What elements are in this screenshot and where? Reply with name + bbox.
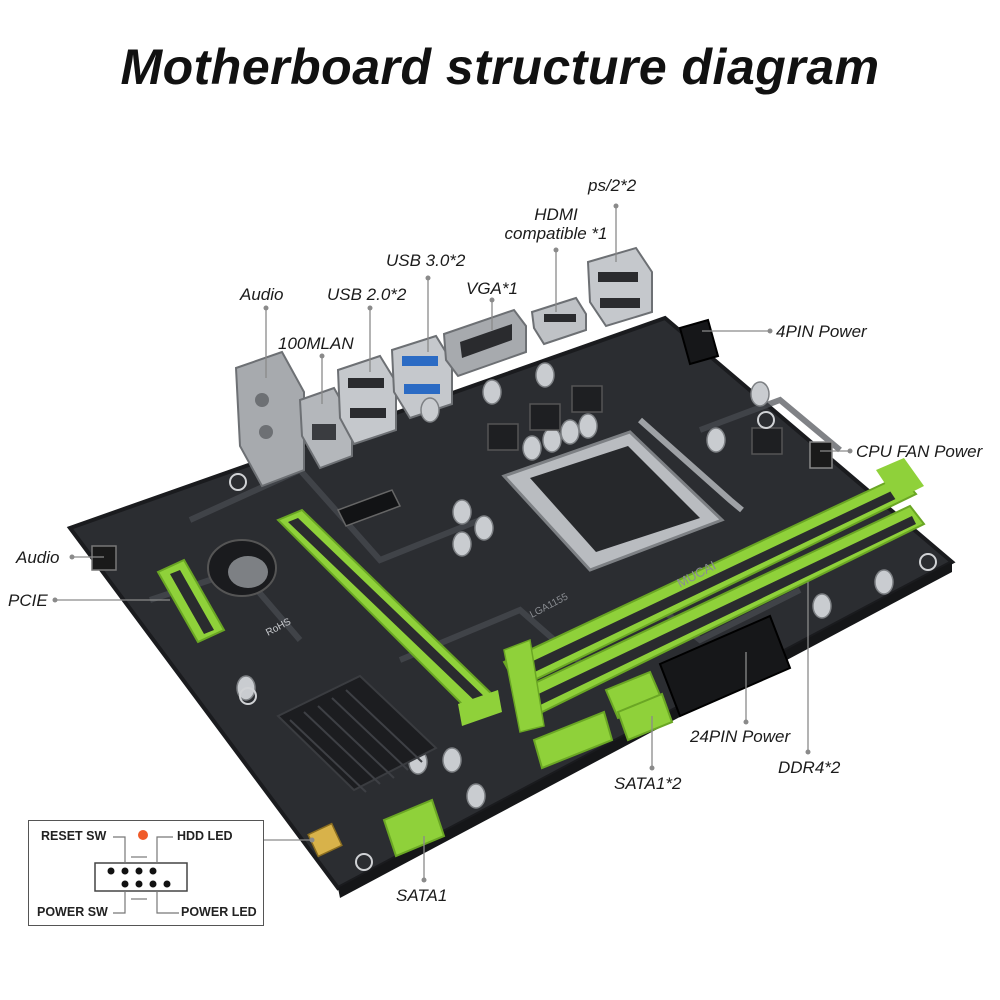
label-ps2: ps/2*2 bbox=[588, 176, 637, 195]
usb30-ports bbox=[390, 334, 453, 420]
leader-dots bbox=[52, 203, 853, 883]
ddr4-slots bbox=[502, 458, 926, 733]
pcie-x1-slot bbox=[156, 558, 226, 644]
hdmi-port bbox=[530, 296, 587, 346]
front-panel-pinout-drawing bbox=[94, 830, 188, 914]
label-usb30: USB 3.0*2 bbox=[386, 251, 466, 270]
vga-port bbox=[442, 308, 527, 378]
sata-dual-ports bbox=[604, 670, 674, 742]
label-ddr4: DDR4*2 bbox=[778, 758, 841, 777]
usb-header bbox=[532, 710, 614, 770]
label-usb20: USB 2.0*2 bbox=[327, 285, 407, 304]
ps2-ports bbox=[586, 246, 653, 328]
leader-lines bbox=[55, 206, 850, 880]
fp-label-power-led: POWER LED bbox=[181, 905, 257, 919]
pin-dots bbox=[107, 867, 171, 888]
label-sata-single: SATA1 bbox=[396, 886, 448, 905]
usb20-ports bbox=[336, 354, 397, 446]
sata-single-port bbox=[382, 798, 446, 858]
front-panel-pinout-legend: RESET SW HDD LED POWER SW POWER LED bbox=[28, 820, 264, 926]
hdd-led-indicator bbox=[138, 830, 148, 840]
chokes bbox=[487, 385, 783, 455]
front-audio-header bbox=[91, 545, 117, 571]
label-hdmi-line1: HDMI bbox=[534, 205, 578, 224]
rear-audio-jack bbox=[234, 350, 305, 488]
fp-label-power-sw: POWER SW bbox=[37, 905, 108, 919]
cmos-battery bbox=[207, 539, 277, 597]
label-lan: 100MLAN bbox=[278, 334, 354, 353]
page-title: Motherboard structure diagram bbox=[120, 39, 880, 95]
label-cpu-fan-power: CPU FAN Power bbox=[856, 442, 983, 461]
chipset-heatsink bbox=[276, 674, 438, 793]
pin-header-outline bbox=[94, 862, 188, 892]
front-panel-header bbox=[307, 822, 343, 858]
mounting-holes bbox=[229, 411, 937, 871]
24pin-power-connector bbox=[658, 614, 792, 718]
label-pcie: PCIE bbox=[8, 591, 48, 610]
label-4pin-power: 4PIN Power bbox=[776, 322, 867, 341]
pcie-x16-slot bbox=[276, 508, 502, 726]
pinout-connectors bbox=[113, 836, 179, 914]
label-vga: VGA*1 bbox=[466, 279, 518, 298]
label-24pin-power: 24PIN Power bbox=[690, 727, 791, 746]
fp-label-hdd-led: HDD LED bbox=[177, 829, 233, 843]
label-audio-top: Audio bbox=[240, 285, 284, 304]
cpu-fan-header bbox=[809, 441, 833, 469]
fp-label-reset-sw: RESET SW bbox=[41, 829, 107, 843]
cpu-socket bbox=[501, 417, 744, 572]
m2-slot bbox=[336, 489, 402, 527]
label-hdmi-line2: compatible *1 bbox=[504, 224, 608, 243]
label-sata-dual: SATA1*2 bbox=[614, 774, 682, 793]
label-audio-left: Audio bbox=[16, 548, 60, 567]
